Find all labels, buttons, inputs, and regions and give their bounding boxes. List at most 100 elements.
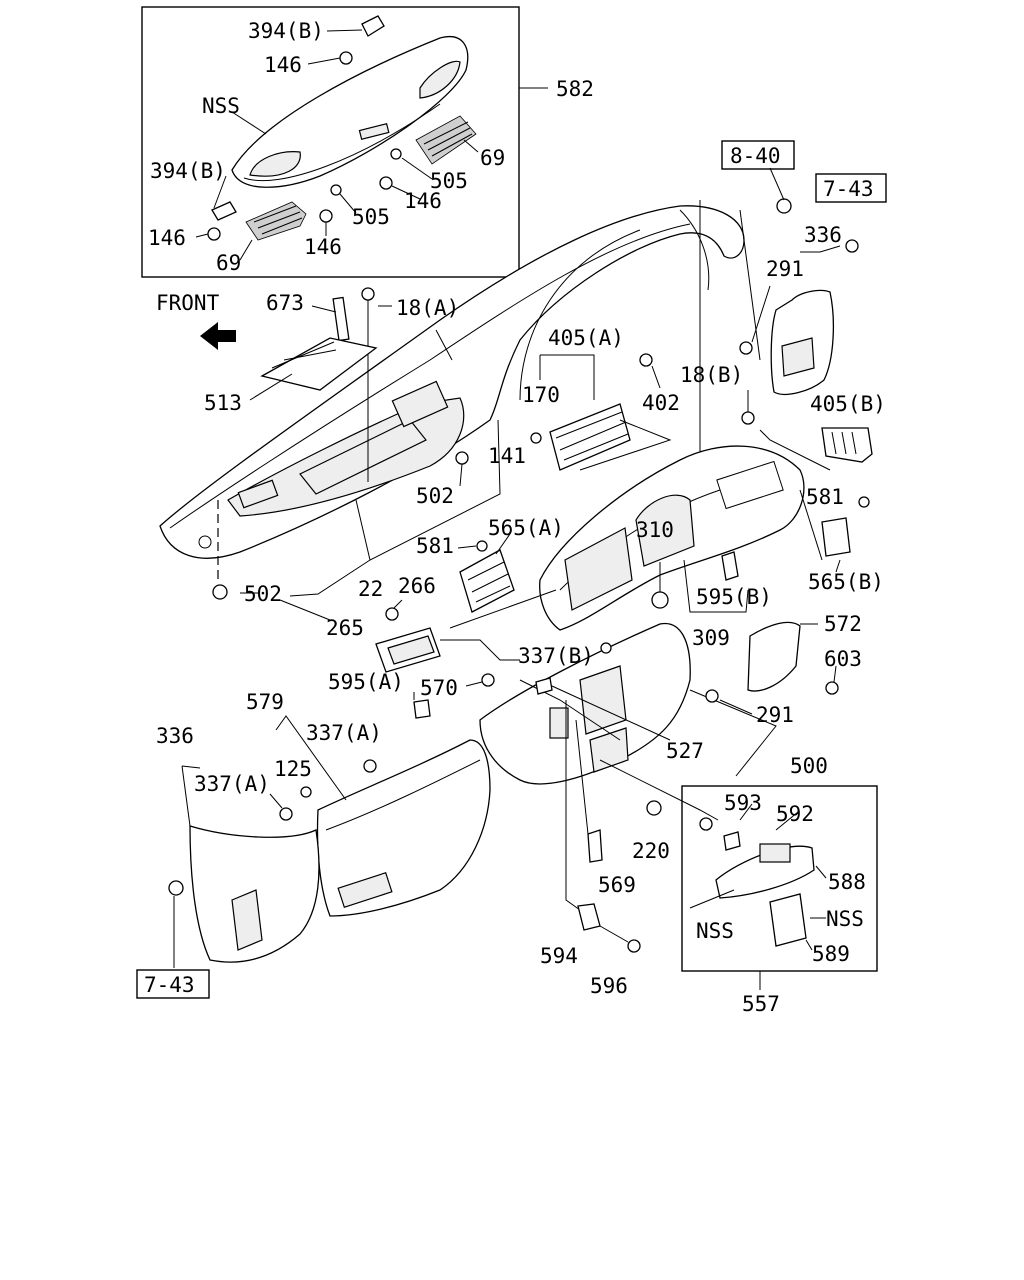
label-146-left: 146	[148, 226, 186, 250]
grille-69-right	[415, 115, 477, 165]
label-596: 596	[590, 974, 628, 998]
nut-505-a	[390, 148, 402, 160]
label-170: 170	[522, 383, 560, 407]
label-513: 513	[204, 391, 242, 415]
svg-text:7-43: 7-43	[144, 973, 195, 997]
screw-581-right	[858, 496, 870, 508]
defroster-trim-panel	[231, 36, 469, 188]
label-502-b: 502	[244, 582, 282, 606]
plate-589	[769, 893, 807, 947]
clip-125	[300, 786, 312, 798]
label-22: 22	[358, 577, 383, 601]
ref-box-8-40[interactable]: 8-40	[721, 140, 795, 170]
screw-146-left	[207, 227, 221, 241]
bolt-18a	[361, 287, 375, 301]
front-arrow-icon	[200, 322, 236, 350]
label-527: 527	[666, 739, 704, 763]
label-69-left: 69	[216, 251, 241, 275]
ref-box-7-43-top[interactable]: 7-43	[815, 173, 887, 203]
clip-527	[535, 677, 553, 695]
clip-337a-lower	[279, 807, 293, 821]
switch-405b	[821, 427, 873, 463]
label-572: 572	[824, 612, 862, 636]
label-336-left: 336	[156, 724, 194, 748]
svg-text:8-40: 8-40	[730, 144, 781, 168]
label-595b: 595(B)	[696, 585, 772, 609]
clip-170	[530, 432, 542, 444]
label-570: 570	[420, 676, 458, 700]
front-label: FRONT	[156, 291, 220, 315]
label-502-a: 502	[416, 484, 454, 508]
bolt-310	[651, 591, 669, 609]
label-337a-lower: 337(A)	[194, 772, 270, 796]
label-291-mid: 291	[756, 703, 794, 727]
label-500: 500	[790, 754, 828, 778]
label-594: 594	[540, 944, 578, 968]
bracket-513	[260, 337, 378, 391]
detail-box-582	[141, 6, 520, 278]
label-581-left: 581	[416, 534, 454, 558]
screw-581-left	[476, 540, 488, 552]
clip-291-top	[739, 341, 753, 355]
label-nss-right: NSS	[826, 907, 864, 931]
screw-593	[699, 817, 713, 831]
bracket-594	[577, 903, 601, 931]
detail-box-557	[681, 785, 878, 972]
bolt-220	[646, 800, 662, 816]
bolt-603	[825, 681, 839, 695]
label-265: 265	[326, 616, 364, 640]
bracket-569	[587, 829, 603, 863]
label-581-right: 581	[806, 485, 844, 509]
screw-266	[385, 607, 399, 621]
label-592: 592	[776, 802, 814, 826]
switch-565b	[821, 517, 851, 557]
label-565b: 565(B)	[808, 570, 884, 594]
label-394b-top: 394(B)	[248, 19, 324, 43]
clip-337b	[600, 642, 612, 654]
label-579: 579	[246, 690, 284, 714]
clip-337a-upper	[363, 759, 377, 773]
label-595a: 595(A)	[328, 670, 404, 694]
label-146-b: 146	[404, 189, 442, 213]
label-405a: 405(A)	[548, 326, 624, 350]
bolt-596	[627, 939, 641, 953]
label-557: 557	[742, 992, 780, 1016]
label-nss-top: NSS	[202, 94, 240, 118]
nut-505-b	[330, 184, 342, 196]
clip-502-a	[455, 451, 469, 465]
label-146-bottom: 146	[304, 235, 342, 259]
label-337a-upper: 337(A)	[306, 721, 382, 745]
clip-502-b	[212, 584, 228, 600]
screw-8-40	[776, 198, 792, 214]
label-589: 589	[812, 942, 850, 966]
bracket-572	[747, 621, 801, 692]
label-336-top: 336	[804, 223, 842, 247]
screw-18b	[741, 411, 755, 425]
label-125: 125	[274, 757, 312, 781]
label-266: 266	[398, 574, 436, 598]
label-588: 588	[828, 870, 866, 894]
clip-291-mid	[705, 689, 719, 703]
label-337b: 337(B)	[518, 644, 594, 668]
label-18b: 18(B)	[680, 363, 743, 387]
glovebox-lid-579	[316, 739, 491, 917]
label-405b: 405(B)	[810, 392, 886, 416]
label-220: 220	[632, 839, 670, 863]
svg-text:7-43: 7-43	[823, 177, 874, 201]
label-310: 310	[636, 518, 674, 542]
ref-box-7-43-bottom[interactable]: 7-43	[136, 969, 210, 999]
switch-565a	[459, 549, 515, 613]
screw-146-top	[339, 51, 353, 65]
label-673: 673	[266, 291, 304, 315]
label-582: 582	[556, 77, 594, 101]
label-593: 593	[724, 791, 762, 815]
label-505-a: 505	[430, 169, 468, 193]
label-565a: 565(A)	[488, 516, 564, 540]
clip-570	[481, 673, 495, 687]
label-141: 141	[488, 444, 526, 468]
label-402: 402	[642, 391, 680, 415]
label-146-top: 146	[264, 53, 302, 77]
clip-394b-mid	[211, 201, 237, 221]
clip-595b	[721, 551, 739, 581]
label-505-b: 505	[352, 205, 390, 229]
